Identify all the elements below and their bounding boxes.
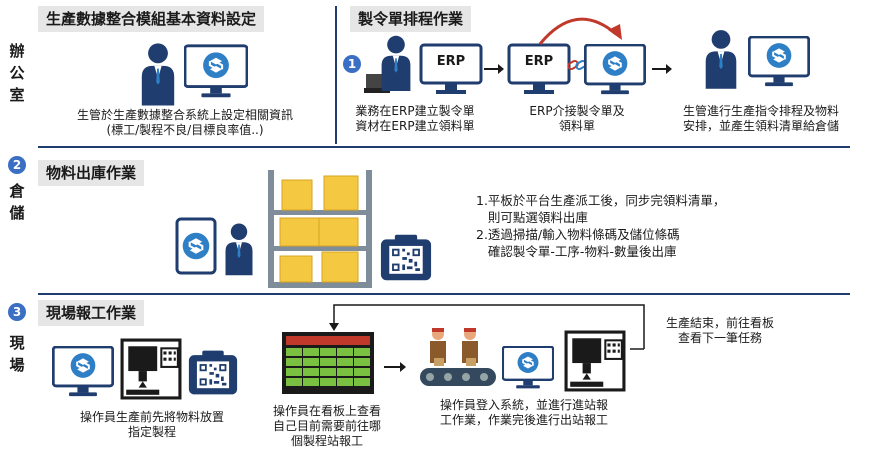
monitor-icon (184, 44, 248, 100)
field-title: 現場報工作業 (38, 300, 145, 326)
field-caption-3: 操作員登入系統，並進行進站報 工作業，作業完後進行出站報工 (439, 398, 608, 427)
erp-monitor-icon (419, 43, 483, 94)
step-2-badge: 2 (8, 156, 26, 174)
arrow-right-icon-3 (384, 362, 406, 372)
curved-arrow-icon (538, 17, 622, 45)
setup-title: 生產數據整合模組基本資料設定 (38, 6, 265, 32)
office-vertical-divider (335, 6, 337, 144)
warehouse-title: 物料出庫作業 (38, 160, 145, 186)
arrow-right-icon (484, 64, 504, 74)
conveyor-workers-icon (420, 328, 496, 386)
barcode-scanner-icon-field (188, 350, 238, 395)
monitor-icon-field (52, 346, 114, 398)
machine-icon (120, 338, 182, 400)
laptop-icon (364, 74, 390, 93)
office-caption-3: 生管進行生產指令排程及物料 安排，並產生領料清單給倉儲 (682, 104, 839, 133)
office-caption-1: 業務在ERP建立製令單 資材在ERP建立領料單 (355, 104, 475, 133)
monitor-icon-planner (748, 36, 810, 88)
barcode-scanner-icon (380, 234, 432, 281)
step-1-badge: 1 (343, 55, 361, 73)
erp-label-2: ERP (524, 54, 554, 69)
monitor-icon-system (584, 44, 646, 96)
arrow-right-icon-2 (652, 64, 672, 74)
office-caption-2: ERP介接製令單及 領料單 (529, 104, 625, 133)
kanban-board-icon (282, 332, 374, 394)
section-label-office: 辦公室 (9, 42, 25, 104)
person-icon-warehouse (225, 223, 253, 276)
warehouse-instructions: 1.平板於平台生產派工後，同步完領料清單， 則可點選領料出庫 2.透過掃描/輸入… (476, 193, 726, 259)
person-icon (141, 43, 175, 106)
section-label-warehouse: 倉儲 (9, 182, 25, 222)
section-divider-2 (38, 293, 850, 295)
step-3-badge: 3 (8, 303, 26, 321)
schedule-title: 製令單排程作業 (350, 6, 472, 32)
tablet-icon (175, 217, 217, 275)
section-divider-1 (38, 146, 850, 148)
shelf-icon (268, 170, 372, 288)
person-icon-planner (705, 30, 737, 89)
setup-desc: 生管於生產數據整合系統上設定相關資訊 (標工/製程不良/目標良率值..) (76, 108, 293, 137)
erp-monitor-icon-2 (507, 43, 571, 94)
section-label-field: 現場 (9, 334, 25, 374)
erp-label: ERP (436, 54, 466, 69)
return-loop-arrow (329, 304, 645, 350)
field-caption-1: 操作員生產前先將物料放置 指定製程 (79, 410, 224, 439)
person-icon-business (381, 35, 411, 91)
field-caption-2: 操作員在看板上查看 自己目前需要前往哪 個製程站報工 (272, 404, 381, 448)
end-caption: 生產結束，前往看板 查看下一筆任務 (665, 316, 774, 345)
